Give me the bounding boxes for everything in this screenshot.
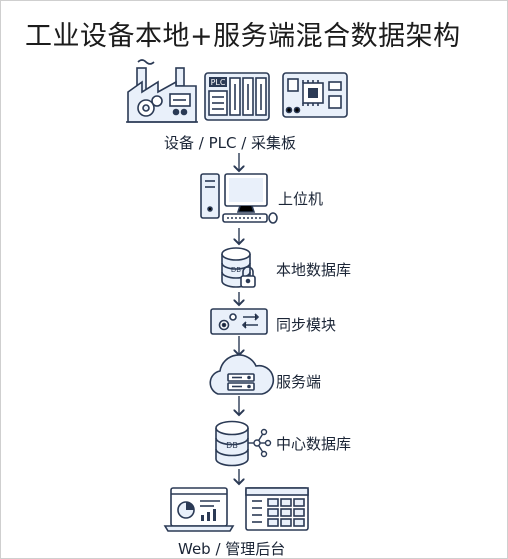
plc-text: PLC: [211, 78, 226, 87]
acquisition-board-icon: [282, 72, 348, 118]
plc-icon: PLC: [204, 72, 270, 121]
admin-console-icon: [245, 487, 309, 531]
local-db-text: DB: [231, 266, 241, 274]
sync-label: 同步模块: [276, 316, 337, 334]
central-db-text: DB: [226, 441, 238, 450]
laptop-dashboard-icon: [163, 487, 235, 532]
central-db-label: 中心数据库: [276, 435, 352, 453]
factory-icon: [126, 59, 198, 123]
cloud-server-icon: [209, 354, 275, 395]
lock-icon: [240, 266, 256, 288]
server-label: 服务端: [276, 373, 322, 391]
host-label: 上位机: [278, 190, 324, 208]
diagram-title: 工业设备本地+服务端混合数据架构: [25, 21, 461, 52]
sync-module-icon: [210, 308, 268, 335]
local-db-label: 本地数据库: [276, 261, 352, 279]
central-database-icon: DB: [215, 420, 249, 467]
network-icon: [248, 428, 272, 458]
devices-label: 设备 / PLC / 采集板: [164, 134, 297, 152]
web-label: Web / 管理后台: [178, 540, 286, 558]
desktop-computer-icon: [200, 173, 278, 224]
